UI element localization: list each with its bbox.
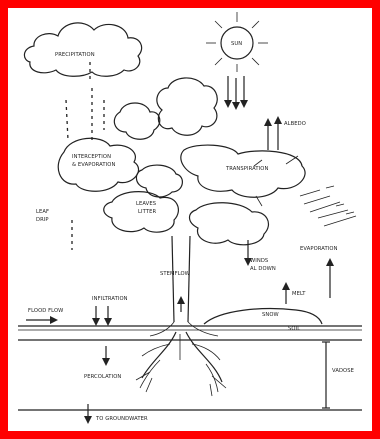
vadose-zone-bracket xyxy=(322,342,330,408)
infiltration-label: INFILTRATION xyxy=(92,296,128,302)
to-groundwater-label: TO GROUNDWATER xyxy=(95,416,148,422)
leaf-drip-label-2: DRIP xyxy=(36,217,49,223)
interception-label: INTERCEPTION xyxy=(72,154,111,160)
albedo-arrows xyxy=(264,116,282,150)
tree-roots xyxy=(136,332,226,396)
wind-scribbles xyxy=(300,186,356,226)
precipitation-label: PRECIPITATION xyxy=(55,52,95,58)
melt-arrow xyxy=(282,282,290,304)
cloud-icon xyxy=(24,23,141,76)
flood-flow-label: FLOOD FLOW xyxy=(28,308,63,314)
flood-flow-arrow xyxy=(26,316,58,324)
evaporation-label: EVAPORATION xyxy=(300,246,338,252)
groundwater-arrow xyxy=(84,404,92,424)
leaf-drip-label: LEAF xyxy=(36,209,49,215)
melt-label: MELT xyxy=(292,291,306,297)
percolation-arrow xyxy=(102,346,110,366)
vadose-label: VADOSE xyxy=(332,368,354,374)
interception-evaporation-label: & EVAPORATION xyxy=(72,162,115,168)
infiltration-arrows xyxy=(92,306,112,326)
snow-label: SNOW xyxy=(262,312,279,318)
leaves-label: LEAVES xyxy=(136,201,156,207)
albedo-label: ALBEDO xyxy=(284,121,306,127)
stemflow-label: STEMFLOW xyxy=(160,271,190,277)
litter-label: LITTER xyxy=(138,209,156,215)
transpiration-label: TRANSPIRATION xyxy=(225,166,268,172)
sun-label: SUN xyxy=(231,41,242,47)
solar-radiation-arrows xyxy=(224,76,248,110)
winds-label-2: AL DOWN xyxy=(250,266,276,272)
soil-label: SOIL xyxy=(288,326,300,332)
percolation-label: PERCOLATION xyxy=(84,374,121,380)
winds-label: WINDS xyxy=(250,258,268,264)
evaporation-arrow xyxy=(326,258,334,298)
transpiration-arrows xyxy=(254,156,298,206)
